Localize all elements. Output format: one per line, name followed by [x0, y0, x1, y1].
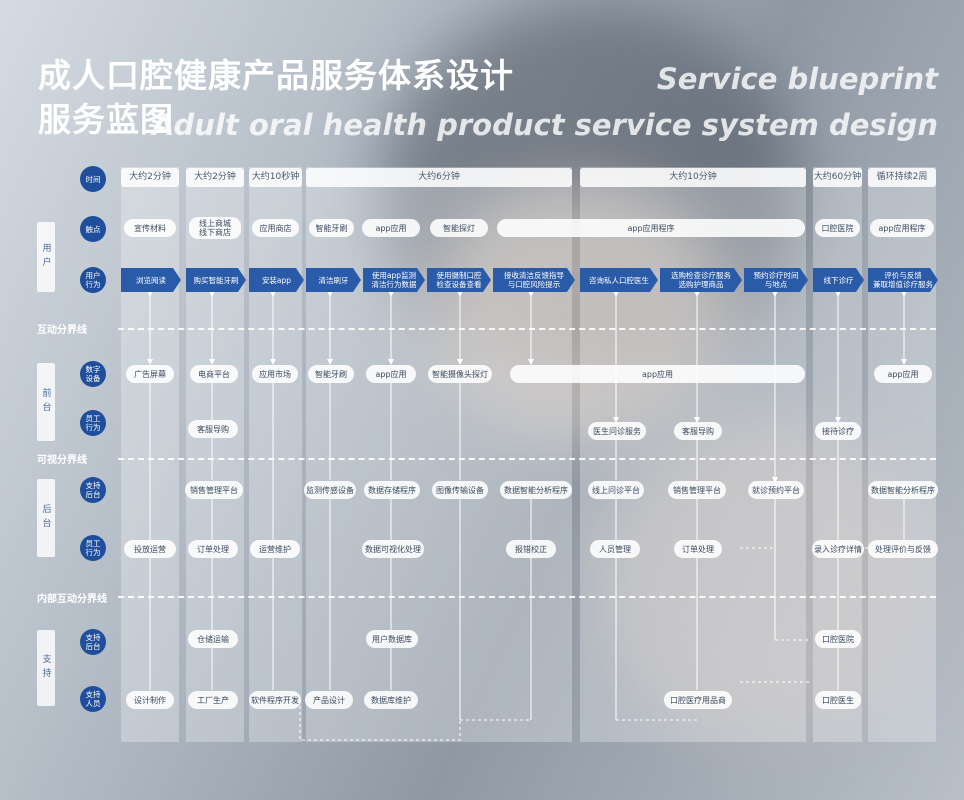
staff-back-action: 处理评价与反馈: [868, 540, 938, 558]
touchpoint: 智能探灯: [430, 219, 488, 237]
digital-device: 应用市场: [252, 365, 298, 383]
section-tag-support: 支持: [37, 630, 55, 706]
user-action: 安装app: [249, 268, 304, 292]
user-action: 接收清洁反馈指导 与口腔风险提示: [493, 268, 575, 292]
touchpoint: 宣传材料: [124, 219, 176, 237]
time-header: 大约10秒钟: [249, 168, 302, 187]
column-bg: [306, 167, 572, 742]
time-header: 循环持续2周: [868, 168, 936, 187]
staff-back-action: 订单处理: [674, 540, 722, 558]
english-subtitle: Adult oral health product service system…: [152, 108, 938, 142]
row-label-staff-back: 员工 行为: [80, 535, 106, 561]
user-action: 评价与反馈 兼取增值诊疗服务: [868, 268, 938, 292]
digital-device: 电商平台: [190, 365, 238, 383]
support-staff: 工厂生产: [188, 691, 238, 709]
touchpoint: 应用商店: [252, 219, 299, 237]
section-tag-back: 后台: [37, 479, 55, 557]
support-back-system: 数据智能分析程序: [868, 481, 938, 499]
digital-device: 广告屏幕: [126, 365, 174, 383]
internal-line-label: 内部互动分界线: [37, 594, 107, 605]
support-back-system: 数据存储程序: [364, 481, 420, 499]
staff-back-action: 报错校正: [506, 540, 556, 558]
row-label-support-back: 支持 后台: [80, 477, 106, 503]
touchpoint: app应用程序: [870, 219, 934, 237]
digital-device: app应用: [366, 365, 416, 383]
page-title: 成人口腔健康产品服务体系设计: [38, 56, 514, 95]
staff-back-action: 数据可视化处理: [362, 540, 424, 558]
english-title: Service blueprint: [656, 62, 938, 96]
digital-device: 智能摄像头探灯: [428, 365, 492, 383]
support-back-resource: 口腔医院: [815, 630, 861, 648]
visibility-line: [118, 458, 936, 460]
time-header: 大约10分钟: [580, 168, 806, 187]
touchpoint: 线上商城 线下商店: [189, 217, 241, 239]
interaction-line: [118, 328, 936, 330]
digital-device: app应用: [874, 365, 932, 383]
digital-device: 智能牙刷: [308, 365, 354, 383]
row-label-digital-device: 数字 设备: [80, 361, 106, 387]
staff-back-action: 运营维护: [250, 540, 300, 558]
time-header: 大约2分钟: [186, 168, 244, 187]
support-staff: 产品设计: [305, 691, 353, 709]
touchpoint: app应用程序: [497, 219, 805, 237]
touchpoint: app应用: [362, 219, 420, 237]
user-action: 咨询私人口腔医生: [580, 268, 658, 292]
user-action: 预约诊疗时间 与地点: [744, 268, 808, 292]
support-staff: 口腔医生: [815, 691, 861, 709]
user-action: 购买智能牙刷: [186, 268, 246, 292]
row-label-support-staff: 支持 人员: [80, 686, 106, 712]
staff-front-action: 客服导购: [188, 420, 238, 438]
user-action: 浏览阅读: [121, 268, 181, 292]
support-back-system: 监测传感设备: [304, 481, 356, 499]
user-action: 清洁刷牙: [306, 268, 361, 292]
internal-line: [118, 596, 936, 598]
row-label-touch: 触点: [80, 216, 106, 242]
staff-front-action: 客服导购: [674, 422, 722, 440]
section-tag-user: 用户: [37, 222, 55, 292]
row-label-support-back-2: 支持 后台: [80, 629, 106, 655]
user-action: 线下诊疗: [813, 268, 864, 292]
touchpoint: 口腔医院: [815, 219, 860, 237]
support-staff: 数据库维护: [364, 691, 418, 709]
page-subtitle: 服务蓝图: [38, 100, 174, 139]
support-staff: 设计制作: [126, 691, 174, 709]
support-back-system: 数据智能分析程序: [500, 481, 572, 499]
user-action: 使用摄制口腔 检查设备查看: [427, 268, 491, 292]
staff-front-action: 接待诊疗: [815, 422, 861, 440]
support-staff: 软件程序开发: [249, 691, 301, 709]
visibility-line-label: 可视分界线: [37, 455, 87, 466]
support-back-resource: 用户数据库: [366, 630, 418, 648]
interaction-line-label: 互动分界线: [37, 325, 87, 336]
support-back-resource: 仓储运输: [188, 630, 238, 648]
staff-back-action: 投放运营: [124, 540, 176, 558]
time-header: 大约60分钟: [813, 168, 862, 187]
staff-front-action: 医生问诊服务: [588, 422, 646, 440]
row-label-staff-front: 员工 行为: [80, 410, 106, 436]
support-back-system: 销售管理平台: [668, 481, 726, 499]
column-bg: [580, 167, 806, 742]
staff-back-action: 人员管理: [590, 540, 640, 558]
section-tag-front: 前台: [37, 363, 55, 441]
staff-back-action: 录入诊疗详情: [812, 540, 864, 558]
support-staff: 口腔医疗用品商: [664, 691, 732, 709]
user-action: 选购检查诊疗服务 选购护理商品: [660, 268, 742, 292]
support-back-system: 就诊预约平台: [748, 481, 804, 499]
time-header: 大约6分钟: [306, 168, 572, 187]
column-bg: [249, 167, 302, 742]
support-back-system: 图像传输设备: [432, 481, 488, 499]
row-label-time: 时间: [80, 166, 106, 192]
support-back-system: 线上问诊平台: [588, 481, 644, 499]
user-action: 使用app监测 清洁行为数据: [363, 268, 425, 292]
digital-device: app应用: [510, 365, 805, 383]
background-photo-arm: [600, 420, 930, 740]
support-back-system: 销售管理平台: [185, 481, 243, 499]
column-bg: [868, 167, 936, 742]
touchpoint: 智能牙刷: [309, 219, 354, 237]
row-label-user-action: 用户 行为: [80, 267, 106, 293]
time-header: 大约2分钟: [121, 168, 179, 187]
staff-back-action: 订单处理: [188, 540, 238, 558]
